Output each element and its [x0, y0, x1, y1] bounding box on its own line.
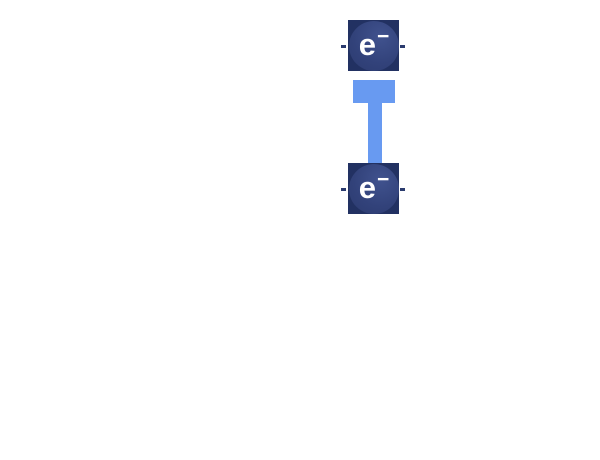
orbit-dash-left-icon: [341, 45, 346, 48]
electron-symbol: e: [358, 169, 376, 205]
electron-sphere-icon: [348, 20, 399, 71]
electron-sphere-icon: [348, 163, 399, 214]
connector-handle-bar[interactable]: [353, 80, 395, 103]
orbit-dash-left-icon: [341, 188, 346, 191]
electron-label: e−: [358, 168, 390, 205]
orbit-dash-right-icon: [400, 45, 405, 48]
connector-stem[interactable]: [368, 103, 382, 164]
electron-symbol: e: [358, 26, 376, 62]
electron-label: e−: [358, 25, 390, 62]
electron-particle-bottom[interactable]: e−: [341, 163, 405, 214]
orbit-dash-right-icon: [400, 188, 405, 191]
electron-particle-top[interactable]: e−: [341, 20, 405, 71]
